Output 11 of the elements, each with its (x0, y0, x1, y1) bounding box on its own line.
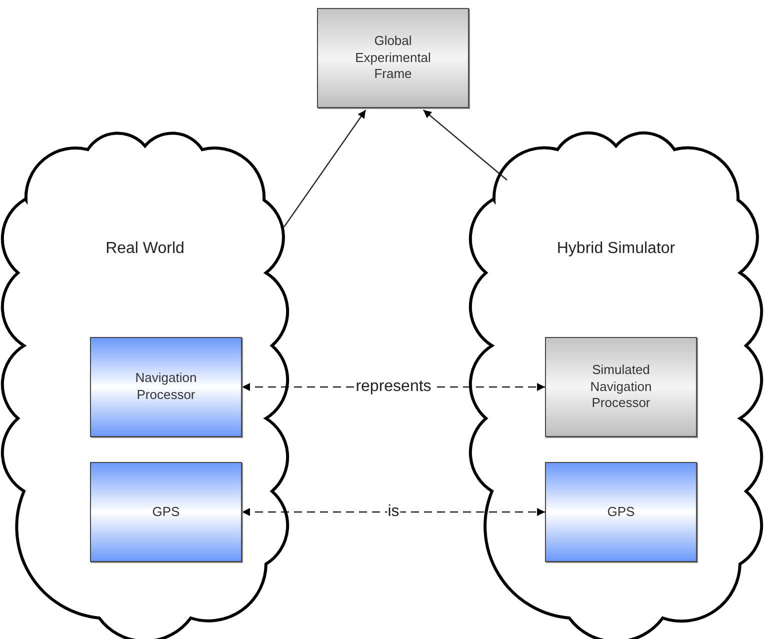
process-box: GPS (545, 462, 697, 562)
arrow (242, 508, 545, 516)
edge-label: represents (354, 378, 432, 396)
cloud-label: Real World (104, 240, 186, 258)
cloud-label: Hybrid Simulator (556, 240, 676, 258)
process-box: Simulated Navigation Processor (545, 337, 697, 437)
arrow (423, 110, 508, 180)
arrow (284, 110, 366, 228)
process-box: Global Experimental Frame (317, 8, 469, 108)
process-box: GPS (90, 462, 242, 562)
process-box: Navigation Processor (90, 337, 242, 437)
